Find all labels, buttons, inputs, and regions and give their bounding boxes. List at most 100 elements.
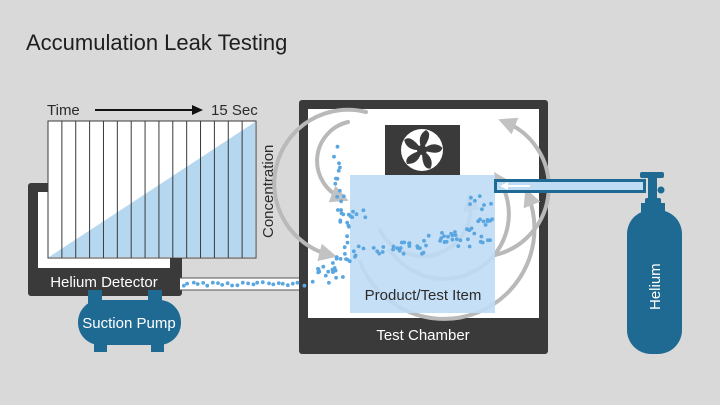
swirl-arrow (272, 107, 368, 262)
helium-particle (483, 223, 488, 227)
helium-particle (316, 267, 321, 271)
helium-particle (377, 251, 382, 256)
helium-particle (472, 231, 477, 236)
helium-particle (335, 144, 340, 149)
helium-label: Helium (647, 263, 664, 310)
helium-particle (467, 228, 472, 233)
helium-particle (201, 281, 206, 285)
helium-particle (454, 237, 459, 242)
helium-particle (343, 252, 347, 256)
helium-particle (440, 231, 444, 235)
helium-particle (271, 282, 276, 287)
inflow-arrow-icon (500, 182, 508, 190)
helium-particle (356, 244, 361, 249)
time-axis-label: Time (47, 102, 80, 119)
helium-particle (442, 234, 446, 239)
suction-pump: Suction Pump (78, 290, 181, 352)
helium-particle (407, 241, 412, 246)
concentration-axis-label: Concentration (260, 145, 277, 238)
helium-particle (458, 238, 463, 243)
fan-blade (422, 144, 443, 153)
fan-icon (385, 125, 460, 175)
helium-particle (341, 212, 346, 217)
helium-particle (336, 208, 340, 212)
helium-particle (310, 279, 315, 284)
helium-particle (407, 244, 412, 249)
helium-particle (276, 281, 281, 285)
page-title: Accumulation Leak Testing (26, 30, 287, 55)
helium-particle (480, 207, 484, 212)
helium-particle (353, 254, 357, 259)
helium-particle (225, 281, 230, 286)
helium-particle (302, 283, 307, 288)
graph-gridlines (61, 121, 243, 258)
helium-particle (332, 154, 336, 159)
helium-particle (450, 233, 455, 238)
helium-particle (456, 244, 461, 249)
helium-particle (395, 246, 400, 251)
helium-particle (345, 234, 349, 239)
helium-particle (351, 249, 356, 254)
helium-particle (331, 261, 335, 265)
helium-particle (415, 244, 420, 249)
helium-particle (490, 217, 494, 222)
helium-particle (421, 250, 426, 255)
helium-particle (380, 250, 385, 254)
helium-particle (341, 275, 345, 279)
helium-particle (418, 246, 422, 251)
helium-particle (426, 233, 431, 238)
helium-particle (285, 283, 290, 288)
helium-particle (321, 264, 326, 269)
helium-particle (342, 245, 347, 250)
helium-particle (477, 194, 482, 199)
helium-particle (439, 236, 444, 241)
helium-particle (468, 202, 472, 207)
helium-particle (399, 240, 404, 245)
helium-particle (216, 281, 220, 285)
helium-particle (391, 247, 395, 252)
helium-particle (489, 201, 493, 206)
helium-particle (185, 281, 190, 286)
helium-particle (181, 283, 186, 288)
helium-particle (334, 275, 338, 280)
swirl-arrow (315, 120, 350, 203)
helium-pipe (494, 179, 646, 193)
helium-particle (338, 165, 342, 170)
helium-particle (333, 268, 338, 273)
helium-particle (327, 280, 331, 285)
helium-particle (361, 246, 366, 251)
helium-particle (391, 244, 396, 249)
helium-particle (338, 257, 343, 261)
helium-particle (351, 209, 355, 214)
fan-blade (419, 130, 430, 150)
helium-particle (334, 255, 339, 259)
helium-particle (397, 248, 402, 253)
helium-particle (333, 181, 338, 186)
helium-particle (326, 269, 331, 274)
helium-particle (235, 283, 240, 288)
helium-particle (473, 198, 477, 203)
helium-particle (334, 176, 338, 181)
helium-particle (354, 212, 359, 217)
helium-particle (205, 283, 210, 288)
helium-particle (469, 195, 473, 200)
helium-particle (350, 215, 355, 220)
helium-particle (255, 280, 260, 285)
fan-blade (406, 149, 422, 164)
helium-particle (446, 234, 450, 239)
helium-particle (345, 220, 350, 225)
helium-particle (335, 194, 340, 199)
helium-particles (181, 144, 494, 288)
helium-particle (295, 280, 300, 285)
helium-particle (323, 273, 328, 278)
gas-cylinder-icon: Helium (627, 203, 682, 354)
helium-particle (481, 219, 486, 224)
helium-particle (363, 215, 368, 220)
helium-particle (422, 238, 426, 243)
fan-blade (404, 138, 422, 151)
helium-particle (210, 280, 215, 285)
helium-particle (230, 283, 235, 288)
helium-particle (246, 281, 251, 286)
